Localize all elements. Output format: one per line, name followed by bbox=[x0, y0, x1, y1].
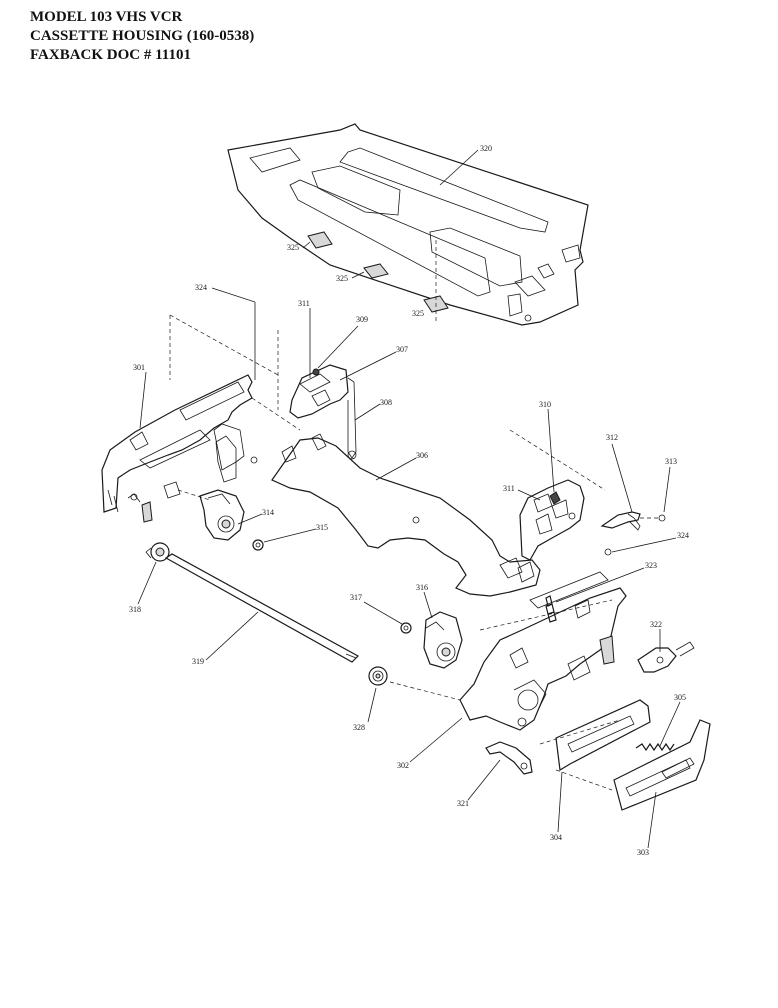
part-310-right-bracket bbox=[519, 479, 585, 561]
leader-302 bbox=[409, 717, 463, 763]
part-307-bracket bbox=[289, 364, 357, 460]
part-322-latch bbox=[637, 641, 695, 673]
label-315: 315 bbox=[316, 523, 328, 532]
label-317: 317 bbox=[350, 593, 362, 602]
label-325c: 325 bbox=[412, 309, 424, 318]
part-301-left-frame bbox=[101, 374, 258, 523]
label-321: 321 bbox=[457, 799, 469, 808]
leader-324a bbox=[211, 287, 256, 303]
label-318: 318 bbox=[129, 605, 141, 614]
leader-310 bbox=[547, 408, 555, 493]
leader-306 bbox=[375, 457, 417, 481]
part-314-cam bbox=[199, 489, 245, 541]
label-306: 306 bbox=[416, 451, 428, 460]
part-321-arm bbox=[485, 741, 533, 775]
dash-guide-324a bbox=[169, 314, 279, 376]
leader-305 bbox=[659, 701, 681, 747]
part-304-slide-plate bbox=[555, 699, 651, 771]
assembly-title: CASSETTE HOUSING (160-0538) bbox=[30, 28, 255, 44]
part-303-slider bbox=[613, 719, 711, 811]
label-316: 316 bbox=[416, 583, 428, 592]
part-317-spring bbox=[400, 622, 412, 634]
label-324b: 324 bbox=[677, 531, 689, 540]
label-325b: 325 bbox=[336, 274, 348, 283]
part-305-spring bbox=[635, 742, 675, 752]
part-323-spring bbox=[545, 595, 557, 623]
leader-323 bbox=[555, 567, 645, 603]
leader-324b bbox=[611, 537, 677, 553]
leader-318 bbox=[137, 561, 157, 605]
label-324a: 324 bbox=[195, 283, 207, 292]
label-312: 312 bbox=[606, 433, 618, 442]
model-title: MODEL 103 VHS VCR bbox=[30, 9, 183, 25]
label-311: 311 bbox=[298, 299, 310, 308]
leader-321 bbox=[467, 759, 501, 801]
label-323: 323 bbox=[645, 561, 657, 570]
leader-309 bbox=[317, 325, 359, 369]
dash-guide-304 bbox=[539, 719, 621, 745]
label-314: 314 bbox=[262, 508, 274, 517]
dash-guide-303 bbox=[555, 769, 613, 791]
leader-311b bbox=[517, 489, 541, 501]
leader-308 bbox=[354, 403, 381, 421]
leader-315 bbox=[263, 528, 317, 543]
label-322: 322 bbox=[650, 620, 662, 629]
part-313-screw bbox=[658, 514, 666, 522]
part-302-lower-frame bbox=[459, 571, 627, 731]
leader-303 bbox=[647, 791, 657, 849]
label-311b: 311 bbox=[503, 484, 515, 493]
label-319: 319 bbox=[192, 657, 204, 666]
label-305: 305 bbox=[674, 693, 686, 702]
part-320-top-plate bbox=[227, 123, 589, 326]
part-319-shaft bbox=[164, 553, 359, 663]
label-309: 309 bbox=[356, 315, 368, 324]
leader-301 bbox=[139, 371, 147, 429]
label-325a: 325 bbox=[287, 243, 299, 252]
leader-325a bbox=[302, 241, 311, 249]
dash-guide-328 bbox=[389, 681, 461, 701]
leader-313 bbox=[663, 466, 671, 513]
leader-328 bbox=[367, 687, 377, 723]
leader-316 bbox=[423, 591, 433, 619]
leader-317 bbox=[363, 601, 403, 625]
part-316-gear-assembly bbox=[423, 611, 463, 669]
dash-guide-302 bbox=[479, 599, 613, 631]
label-307: 307 bbox=[396, 345, 408, 354]
leader-320 bbox=[439, 149, 479, 186]
leader-325b bbox=[351, 271, 365, 279]
part-312-lever bbox=[600, 511, 641, 556]
part-306-main-plate bbox=[271, 433, 541, 597]
label-304: 304 bbox=[550, 833, 562, 842]
label-302: 302 bbox=[397, 761, 409, 770]
leader-304 bbox=[557, 771, 563, 833]
label-301: 301 bbox=[133, 363, 145, 372]
label-320: 320 bbox=[480, 144, 492, 153]
label-313: 313 bbox=[665, 457, 677, 466]
part-328-pulley bbox=[368, 666, 388, 686]
part-315-spring bbox=[252, 539, 264, 551]
label-310: 310 bbox=[539, 400, 551, 409]
dash-guide-301 bbox=[251, 397, 301, 431]
document-header: MODEL 103 VHS VCR CASSETTE HOUSING (160-… bbox=[30, 8, 254, 65]
leader-307 bbox=[339, 351, 397, 381]
dash-guide-306 bbox=[509, 429, 606, 491]
dash-guide-314 bbox=[177, 489, 211, 501]
label-328: 328 bbox=[353, 723, 365, 732]
leader-319 bbox=[205, 611, 259, 661]
label-308: 308 bbox=[380, 398, 392, 407]
leader-314 bbox=[237, 513, 263, 525]
part-325-pads bbox=[307, 231, 449, 313]
part-318-gear bbox=[145, 542, 170, 562]
faxback-doc-number: FAXBACK DOC # 11101 bbox=[30, 47, 191, 63]
leader-312 bbox=[611, 443, 633, 513]
label-303: 303 bbox=[637, 848, 649, 857]
